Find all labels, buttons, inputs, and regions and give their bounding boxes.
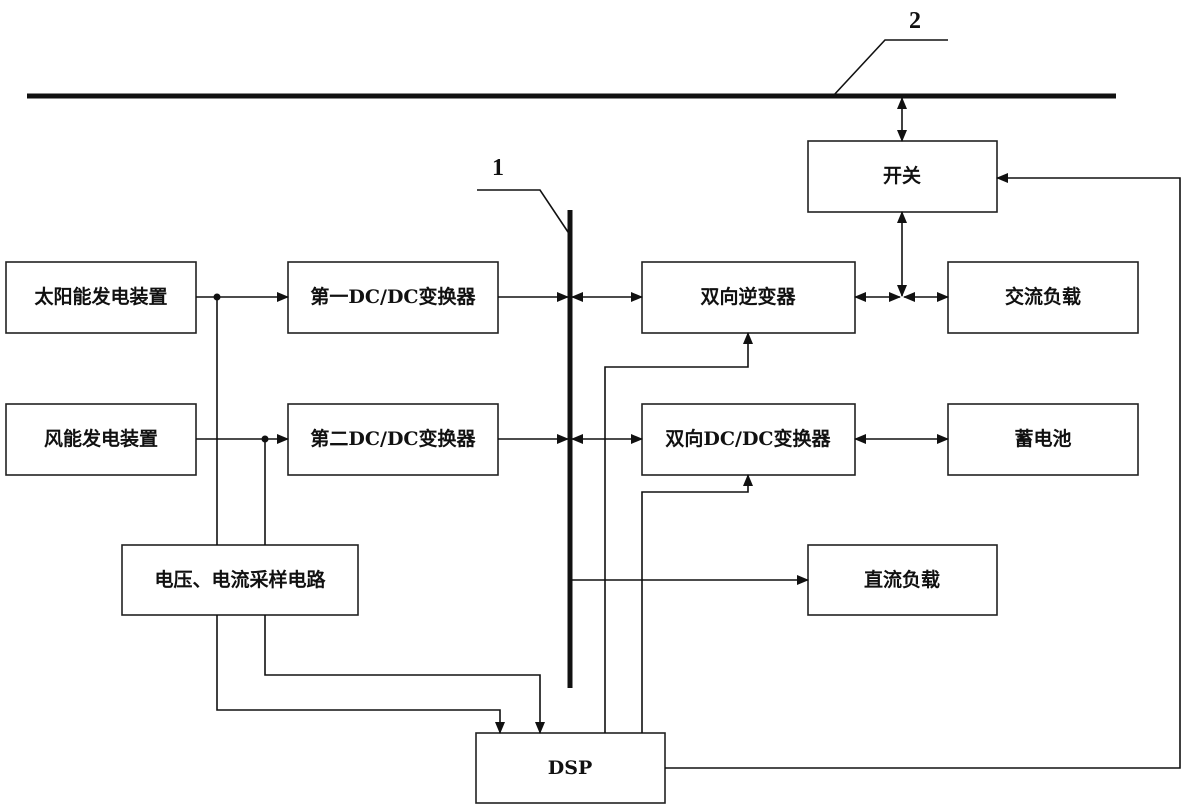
block-solar: 太阳能发电装置 bbox=[5, 261, 197, 334]
block-dc-load-label: 直流负载 bbox=[864, 568, 940, 591]
ac-grid-leader bbox=[832, 39, 948, 97]
connections bbox=[196, 97, 1181, 769]
block-inverter: 双向逆变器 bbox=[641, 261, 856, 334]
block-dc-load: 直流负载 bbox=[807, 544, 998, 616]
block-ac-load: 交流负载 bbox=[947, 261, 1139, 334]
block-sampling-label: 电压、电流采样电路 bbox=[154, 568, 326, 591]
block-wind-label: 风能发电装置 bbox=[44, 427, 158, 450]
block-wind: 风能发电装置 bbox=[5, 403, 197, 476]
ac-grid-label: 2 bbox=[909, 8, 921, 34]
dc-bus-leader bbox=[477, 189, 571, 236]
block-ac-load-label: 交流负载 bbox=[1005, 285, 1081, 308]
block-solar-label: 太阳能发电装置 bbox=[34, 285, 167, 308]
block-dcdc2-label: 第二DC/DC变换器 bbox=[310, 427, 476, 450]
block-bidirectional-dcdc: 双向DC/DC变换器 bbox=[641, 403, 856, 476]
block-dcdc1-label: 第一DC/DC变换器 bbox=[310, 285, 476, 308]
block-sampling: 电压、电流采样电路 bbox=[121, 544, 359, 616]
block-battery-label: 蓄电池 bbox=[1014, 427, 1071, 450]
block-switch-label: 开关 bbox=[883, 164, 921, 187]
block-dcdc1: 第一DC/DC变换器 bbox=[287, 261, 499, 334]
block-dsp: DSP bbox=[475, 732, 666, 804]
dc-bus-label: 1 bbox=[492, 155, 504, 181]
block-dcdc2: 第二DC/DC变换器 bbox=[287, 403, 499, 476]
block-battery: 蓄电池 bbox=[947, 403, 1139, 476]
block-bidcdc-label: 双向DC/DC变换器 bbox=[665, 427, 831, 450]
block-inverter-label: 双向逆变器 bbox=[700, 285, 796, 308]
block-dsp-label: DSP bbox=[548, 757, 593, 779]
block-switch: 开关 bbox=[807, 140, 998, 213]
